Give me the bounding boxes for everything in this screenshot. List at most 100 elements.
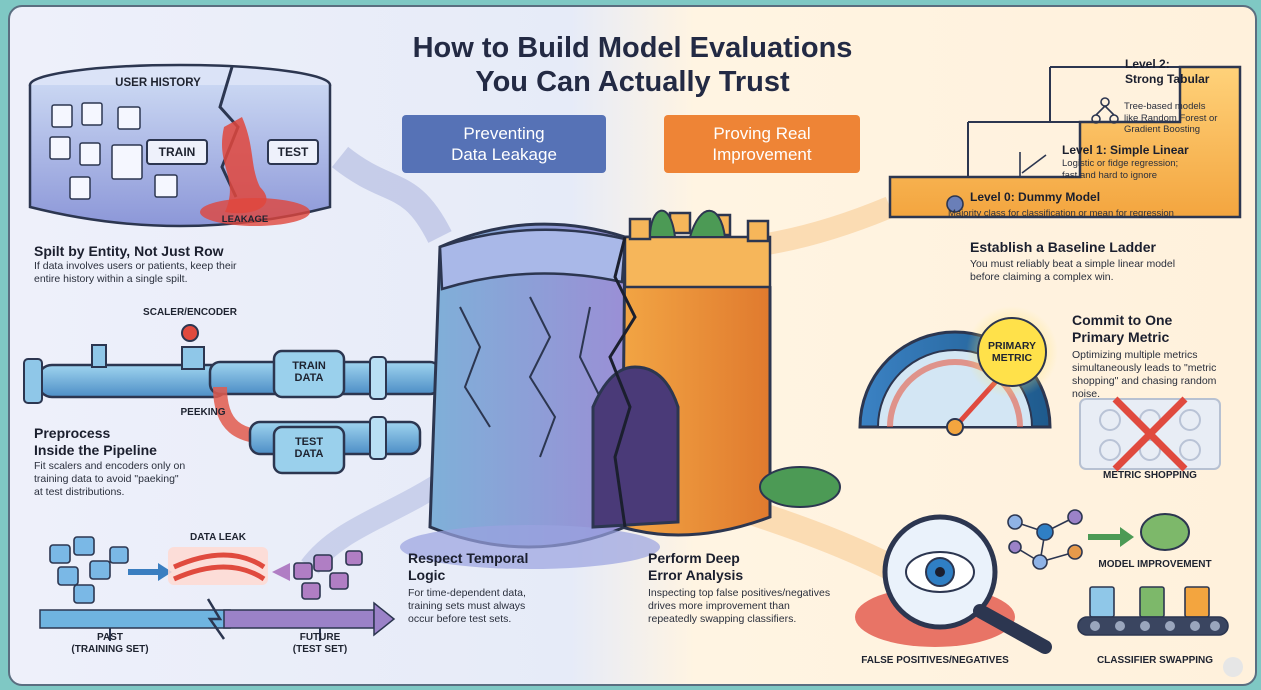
metric-body: Optimizing multiple metrics simultaneous… <box>1072 349 1216 401</box>
temporal-heading: Respect Temporal Logic <box>408 550 528 584</box>
metric-shopping-panel <box>1079 396 1221 472</box>
baseline-body-line-1: You must reliably beat a simple linear m… <box>970 258 1176 270</box>
split-body-line-2: entire history within a single spilt. <box>34 273 188 285</box>
level2-desc-line-2: like Random Forest or <box>1124 112 1218 124</box>
title-line-1: How to Build Model Evaluations <box>412 32 853 64</box>
central-tower <box>400 209 841 569</box>
past-cubes <box>49 536 129 604</box>
label-future: FUTURE (TEST SET) <box>270 632 370 656</box>
tree-icon <box>1091 97 1119 124</box>
doc-icons <box>1089 586 1210 618</box>
pipeline-heading: Preprocess Inside the Pipeline <box>34 425 157 459</box>
pipeline-body: Fit scalers and encoders only on trainin… <box>34 460 185 499</box>
label-test-data: TEST DATA <box>274 436 344 460</box>
test-data-line-2: DATA <box>294 448 324 460</box>
baseline-body-line-2: before claiming a complex win. <box>970 271 1114 283</box>
dummy-model-icon <box>946 195 964 213</box>
error-body-line-2: drives more improvement than <box>648 600 790 612</box>
page-title: How to Build Model Evaluations You Can A… <box>10 31 1255 99</box>
level1-desc-line-2: fast and hard to ignore <box>1062 169 1158 181</box>
metric-body-line-1: Optimizing multiple metrics <box>1072 349 1198 361</box>
gauge-label-line-2: METRIC <box>991 352 1033 364</box>
label-train: TRAIN <box>158 145 196 159</box>
metric-heading-line-2: Primary Metric <box>1072 329 1170 345</box>
badge-proving-improvement: Proving Real Improvement <box>664 115 860 173</box>
pipeline-heading-line-1: Preprocess <box>34 425 111 441</box>
label-model-improvement: MODEL IMPROVEMENT <box>1098 559 1212 570</box>
label-false-positives: FALSE POSITIVES/NEGATIVES <box>861 655 1009 666</box>
infographic-illustrations <box>23 63 1242 654</box>
split-heading: Spilt by Entity, Not Just Row <box>34 243 224 259</box>
badge-right-line-1: Proving Real <box>713 124 811 143</box>
level1-title: Level 1: Simple Linear <box>1062 143 1189 157</box>
primary-metric-gauge <box>858 306 1058 436</box>
label-past: PAST (TRAINING SET) <box>50 632 170 656</box>
pipeline-body-line-2: training data to avoid "paeking" <box>34 473 179 485</box>
split-body-line-1: If data involves users or patients, keep… <box>34 260 237 272</box>
metric-body-line-4: noise. <box>1072 388 1101 400</box>
linear-chart-icon <box>1019 152 1050 178</box>
badge-preventing-leakage: Preventing Data Leakage <box>402 115 606 173</box>
conveyor-belt <box>1077 616 1229 636</box>
calendar-icons <box>49 102 178 200</box>
past-line-2: (TRAINING SET) <box>71 644 149 655</box>
label-train-data: TRAIN DATA <box>274 360 344 384</box>
title-line-2: You Can Actually Trust <box>475 66 790 98</box>
temporal-body: For time-dependent data, training sets m… <box>408 587 526 626</box>
error-heading: Perform Deep Error Analysis <box>648 550 743 584</box>
error-heading-line-1: Perform Deep <box>648 550 740 566</box>
error-analysis-illustration <box>855 509 1229 654</box>
gauge-label: PRIMARY METRIC <box>978 340 1046 364</box>
split-body: If data involves users or patients, keep… <box>34 260 237 286</box>
train-data-line-2: DATA <box>294 372 324 384</box>
train-data-line-1: TRAIN <box>292 360 326 372</box>
error-heading-line-2: Error Analysis <box>648 567 744 583</box>
future-line-2: (TEST SET) <box>292 644 348 655</box>
gauge-label-line-1: PRIMARY <box>987 340 1037 352</box>
level2-desc: Tree-based models like Random Forest or … <box>1124 101 1217 136</box>
past-line-1: PAST <box>97 632 123 643</box>
home-indicator[interactable] <box>1223 657 1243 677</box>
pipeline-body-line-3: at test distributions. <box>34 486 125 498</box>
stream-left-bottom <box>301 467 457 574</box>
level2-title-line-1: Level 2: <box>1125 57 1170 71</box>
label-test: TEST <box>277 145 309 159</box>
pipeline-body-line-1: Fit scalers and encoders only on <box>34 460 186 472</box>
label-user-history: USER HISTORY <box>115 77 201 89</box>
level2-desc-line-3: Gradient Boosting <box>1124 124 1201 135</box>
baseline-heading: Establish a Baseline Ladder <box>970 239 1156 255</box>
metric-heading-line-1: Commit to One <box>1072 312 1173 328</box>
level1-desc: Logistic or fidge regression; fast and h… <box>1062 158 1178 181</box>
level2-title-line-2: Strong Tabular <box>1125 72 1210 86</box>
stream-left-top <box>331 146 452 244</box>
badge-left-line-1: Preventing <box>463 124 545 143</box>
error-body: Inspecting top false positives/negatives… <box>648 587 830 626</box>
temporal-body-line-2: training sets must always <box>408 600 526 612</box>
baseline-body: You must reliably beat a simple linear m… <box>970 258 1175 284</box>
level0-title: Level 0: Dummy Model <box>970 190 1101 204</box>
label-classifier-swapping: CLASSIFIER SWAPPING <box>1096 655 1214 666</box>
label-metric-shopping: METRIC SHOPPING <box>1103 470 1197 481</box>
badge-right-line-2: Improvement <box>712 145 812 164</box>
metric-heading: Commit to One Primary Metric <box>1072 312 1172 346</box>
brain-icon <box>1140 513 1190 551</box>
network-icon <box>1007 509 1083 570</box>
infographic-frame: How to Build Model Evaluations You Can A… <box>8 5 1257 686</box>
level2-desc-line-1: Tree-based models <box>1124 101 1206 112</box>
label-peeking: PEEKING <box>180 407 226 418</box>
test-data-line-1: TEST <box>294 436 324 448</box>
future-line-1: FUTURE <box>299 632 341 643</box>
error-body-line-1: Inspecting top false positives/negatives <box>648 587 831 599</box>
temporal-heading-line-2: Logic <box>408 567 446 583</box>
temporal-body-line-3: occur before test sets. <box>408 613 512 625</box>
metric-body-line-2: simultaneously leads to "metric <box>1072 362 1217 374</box>
metric-body-line-3: shopping" and chasing random <box>1072 375 1217 387</box>
label-data-leak: DATA LEAK <box>190 532 246 543</box>
temporal-heading-line-1: Respect Temporal <box>408 550 529 566</box>
label-leakage: LEAKAGE <box>221 214 269 225</box>
temporal-illustration <box>39 536 396 641</box>
baseline-ladder <box>888 65 1242 219</box>
user-history-tank <box>28 63 332 228</box>
temporal-body-line-1: For time-dependent data, <box>408 587 526 599</box>
error-body-line-3: repeatedly swapping classifiers. <box>648 613 797 625</box>
